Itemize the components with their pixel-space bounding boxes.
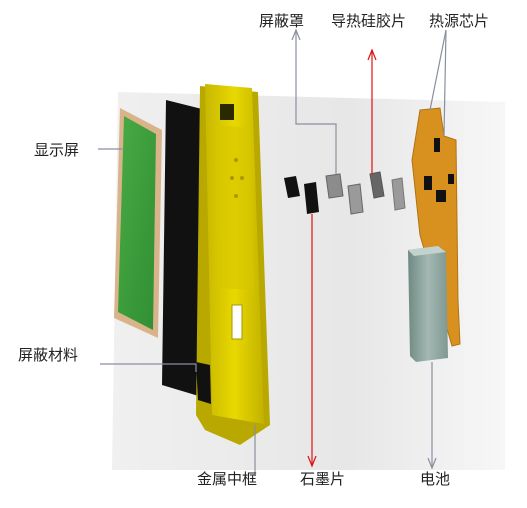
arrow-shield-cover: [291, 28, 301, 41]
leader-shield-material: [100, 363, 197, 372]
shield-cover-box-1: [325, 173, 344, 199]
graphite-sheet-2: [304, 182, 319, 214]
label-battery: 电池: [420, 470, 451, 488]
shield-cover-box-2: [347, 183, 364, 215]
thermal-gel-pad-2: [391, 177, 406, 211]
graphite-sheet-1: [284, 176, 300, 198]
leader-shield-cover: [295, 30, 337, 174]
pcb-board: [411, 107, 461, 347]
label-thermal-gel: 导热硅胶片: [331, 12, 407, 30]
arrow-graphite: [307, 455, 317, 468]
arrow-battery: [427, 457, 437, 470]
leader-heat-chip-2: [443, 29, 447, 137]
arrow-thermal-gel: [367, 48, 377, 61]
metal-middle-frame: [196, 84, 270, 445]
thermal-gel-pad-1: [369, 171, 385, 199]
battery: [408, 246, 448, 362]
label-display: 显示屏: [34, 141, 80, 159]
label-shield-cover: 屏蔽罩: [259, 12, 305, 30]
label-shield-material: 屏蔽材料: [18, 346, 79, 364]
shield-material-tail: [196, 362, 211, 404]
display-screen: [114, 108, 162, 338]
label-graphite: 石墨片: [300, 470, 346, 488]
leader-heat-chip: [429, 29, 447, 111]
label-heat-chip: 热源芯片: [429, 12, 490, 30]
label-metal-frame: 金属中框: [197, 470, 258, 488]
